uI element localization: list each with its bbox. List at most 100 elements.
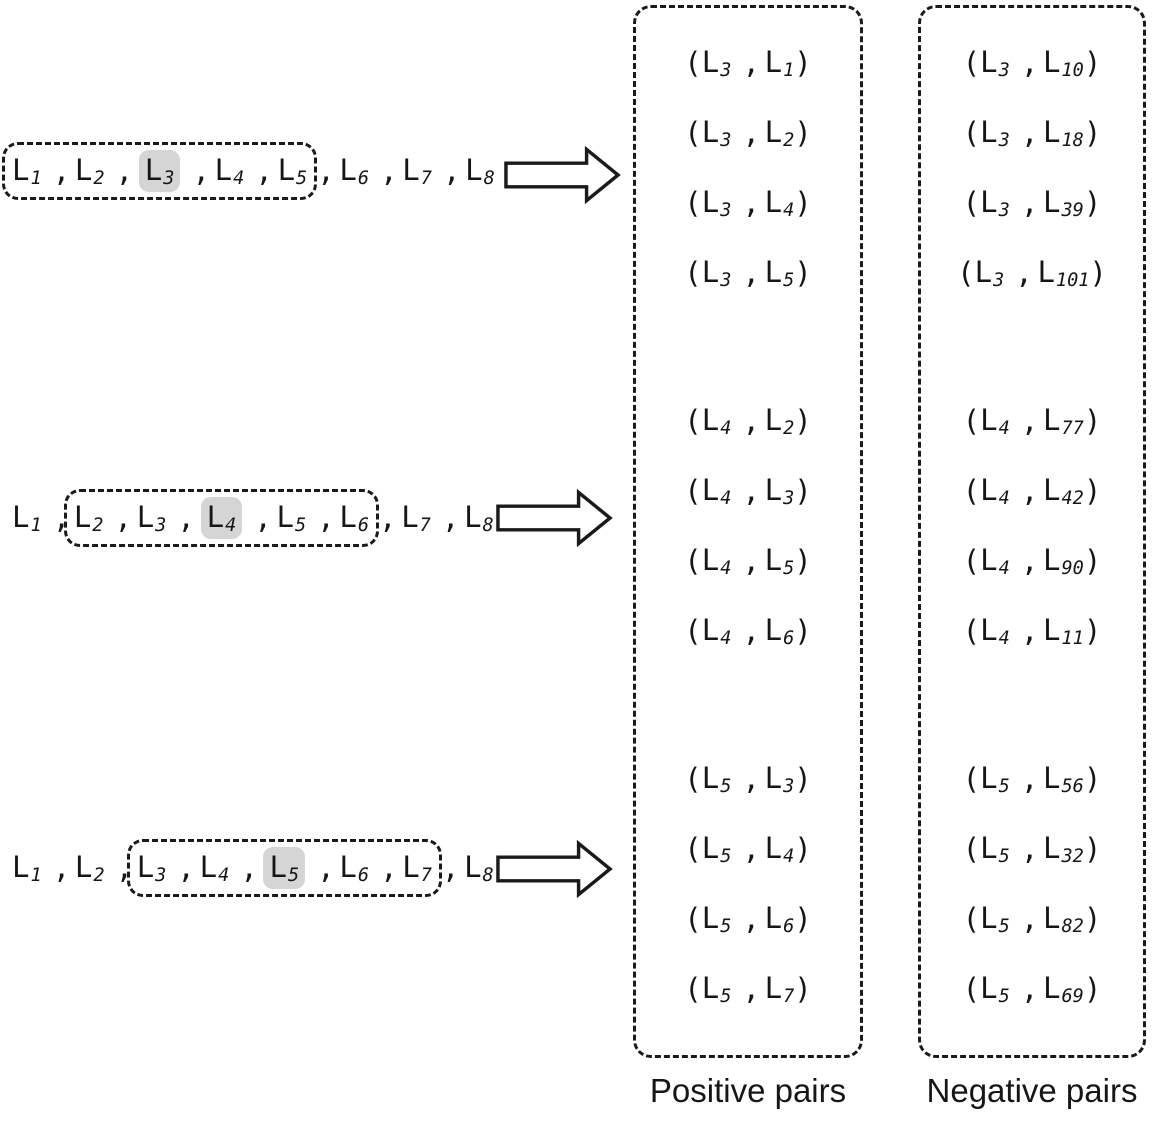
separator: , bbox=[731, 544, 765, 578]
label-subscript: 42 bbox=[1061, 488, 1084, 510]
label-subscript: 1 bbox=[30, 515, 42, 537]
positive-pair: (L3 , L5) bbox=[684, 238, 811, 308]
label-subscript: 3 bbox=[720, 270, 732, 292]
label-subscript: 6 bbox=[357, 865, 370, 887]
label-subscript: 3 bbox=[720, 200, 732, 222]
sequence-row-3: L1 , L2 ,L3 , L4 , L5 , L6 , L7, L8 bbox=[12, 836, 494, 900]
separator: , bbox=[181, 153, 215, 188]
label-subscript: 5 bbox=[720, 916, 732, 938]
open-paren: ( bbox=[684, 256, 702, 290]
label-subscript: 1 bbox=[30, 865, 42, 887]
separator: , bbox=[41, 851, 75, 885]
label-token: L6 bbox=[764, 612, 795, 650]
open-paren: ( bbox=[962, 474, 981, 508]
label-token: L7 bbox=[764, 970, 795, 1008]
close-paren: ) bbox=[794, 186, 812, 220]
separator: , bbox=[731, 832, 765, 866]
label-token: L5 bbox=[701, 900, 732, 938]
label-token: L2 bbox=[764, 114, 795, 152]
label-token: L3 bbox=[980, 44, 1010, 82]
center-label-highlight: L5 bbox=[263, 846, 306, 890]
close-paren: ) bbox=[1083, 762, 1102, 796]
label-token: L5 bbox=[764, 254, 795, 292]
separator: , bbox=[41, 153, 75, 188]
label-subscript: 2 bbox=[93, 865, 105, 887]
label-subscript: 8 bbox=[482, 515, 494, 537]
label-token: L7 bbox=[402, 152, 432, 190]
negative-pair: (L3 , L18) bbox=[957, 98, 1107, 168]
label-subscript: 32 bbox=[1061, 846, 1084, 868]
label-subscript: 7 bbox=[420, 168, 432, 190]
separator: , bbox=[244, 153, 278, 188]
label-subscript: 3 bbox=[993, 270, 1005, 292]
close-paren: ) bbox=[794, 832, 812, 866]
label-token: L4 bbox=[199, 849, 230, 887]
label-subscript: 1 bbox=[783, 60, 795, 82]
open-paren: ( bbox=[962, 614, 981, 648]
label-token: L3 bbox=[764, 472, 795, 510]
close-paren: ) bbox=[794, 972, 812, 1006]
label-token: L4 bbox=[701, 402, 732, 440]
label-token: L1 bbox=[12, 152, 42, 190]
context-window: L3 , L4 , L5 , L6 , L7 bbox=[126, 838, 442, 898]
sequence-row-1: L1 , L2 , L3 , L4 , L5, L6 , L7 , L8 bbox=[2, 139, 495, 203]
center-label-highlight: L3 bbox=[138, 149, 181, 193]
label-token: L5 bbox=[276, 499, 307, 537]
separator: , bbox=[243, 500, 277, 535]
close-paren: ) bbox=[1089, 256, 1107, 290]
label-subscript: 5 bbox=[287, 865, 300, 887]
negative-pair: (L3 , L101) bbox=[957, 238, 1107, 308]
label-subscript: 1 bbox=[30, 168, 42, 190]
label-subscript: 7 bbox=[420, 865, 432, 887]
close-paren: ) bbox=[1083, 46, 1102, 80]
label-token: L5 bbox=[269, 849, 300, 887]
label-subscript: 3 bbox=[998, 200, 1010, 222]
positive-pair: (L4 , L6) bbox=[684, 596, 811, 666]
negative-pair: (L4 , L77) bbox=[963, 386, 1102, 456]
label-subscript: 5 bbox=[720, 776, 732, 798]
label-token: L69 bbox=[1043, 970, 1084, 1008]
label-subscript: 10 bbox=[1061, 60, 1084, 82]
label-token: L90 bbox=[1043, 542, 1084, 580]
negative-pair: (L5 , L32) bbox=[963, 814, 1102, 884]
label-token: L5 bbox=[701, 970, 732, 1008]
open-paren: ( bbox=[684, 972, 702, 1006]
positive-pair-group: (L3 , L1)(L3 , L2)(L3 , L4)(L3 , L5) bbox=[684, 28, 811, 308]
close-paren: ) bbox=[1083, 614, 1102, 648]
label-token: L4 bbox=[980, 472, 1010, 510]
label-token: L5 bbox=[980, 830, 1010, 868]
open-paren: ( bbox=[684, 116, 702, 150]
label-subscript: 4 bbox=[720, 488, 732, 510]
label-token: L5 bbox=[980, 970, 1010, 1008]
label-subscript: 7 bbox=[419, 515, 431, 537]
sequence-row-2: L1 ,L2 , L3 , L4 , L5 , L6, L7 , L8 bbox=[12, 486, 494, 550]
label-token: L6 bbox=[339, 152, 370, 190]
label-token: L3 bbox=[764, 760, 795, 798]
label-token: L77 bbox=[1043, 402, 1084, 440]
open-paren: ( bbox=[962, 46, 981, 80]
close-paren: ) bbox=[794, 404, 812, 438]
separator: , bbox=[1009, 116, 1044, 150]
label-token: L3 bbox=[136, 849, 167, 887]
label-subscript: 3 bbox=[720, 60, 732, 82]
positive-pairs-box: (L3 , L1)(L3 , L2)(L3 , L4)(L3 , L5)(L4 … bbox=[633, 5, 863, 1058]
close-paren: ) bbox=[794, 474, 812, 508]
separator: , bbox=[731, 404, 765, 438]
open-paren: ( bbox=[684, 544, 702, 578]
separator: , bbox=[1009, 972, 1044, 1006]
separator: , bbox=[441, 851, 465, 885]
separator: , bbox=[731, 972, 765, 1006]
label-subscript: 5 bbox=[296, 168, 308, 190]
separator: , bbox=[306, 850, 340, 885]
label-token: L4 bbox=[980, 542, 1010, 580]
label-subscript: 8 bbox=[483, 168, 495, 190]
close-paren: ) bbox=[794, 256, 812, 290]
close-paren: ) bbox=[1083, 544, 1102, 578]
label-subscript: 39 bbox=[1061, 200, 1084, 222]
separator: , bbox=[731, 46, 765, 80]
separator: , bbox=[431, 154, 466, 188]
label-token: L82 bbox=[1043, 900, 1084, 938]
label-token: L3 bbox=[144, 152, 175, 190]
label-subscript: 6 bbox=[357, 168, 370, 190]
label-token: L3 bbox=[701, 44, 732, 82]
